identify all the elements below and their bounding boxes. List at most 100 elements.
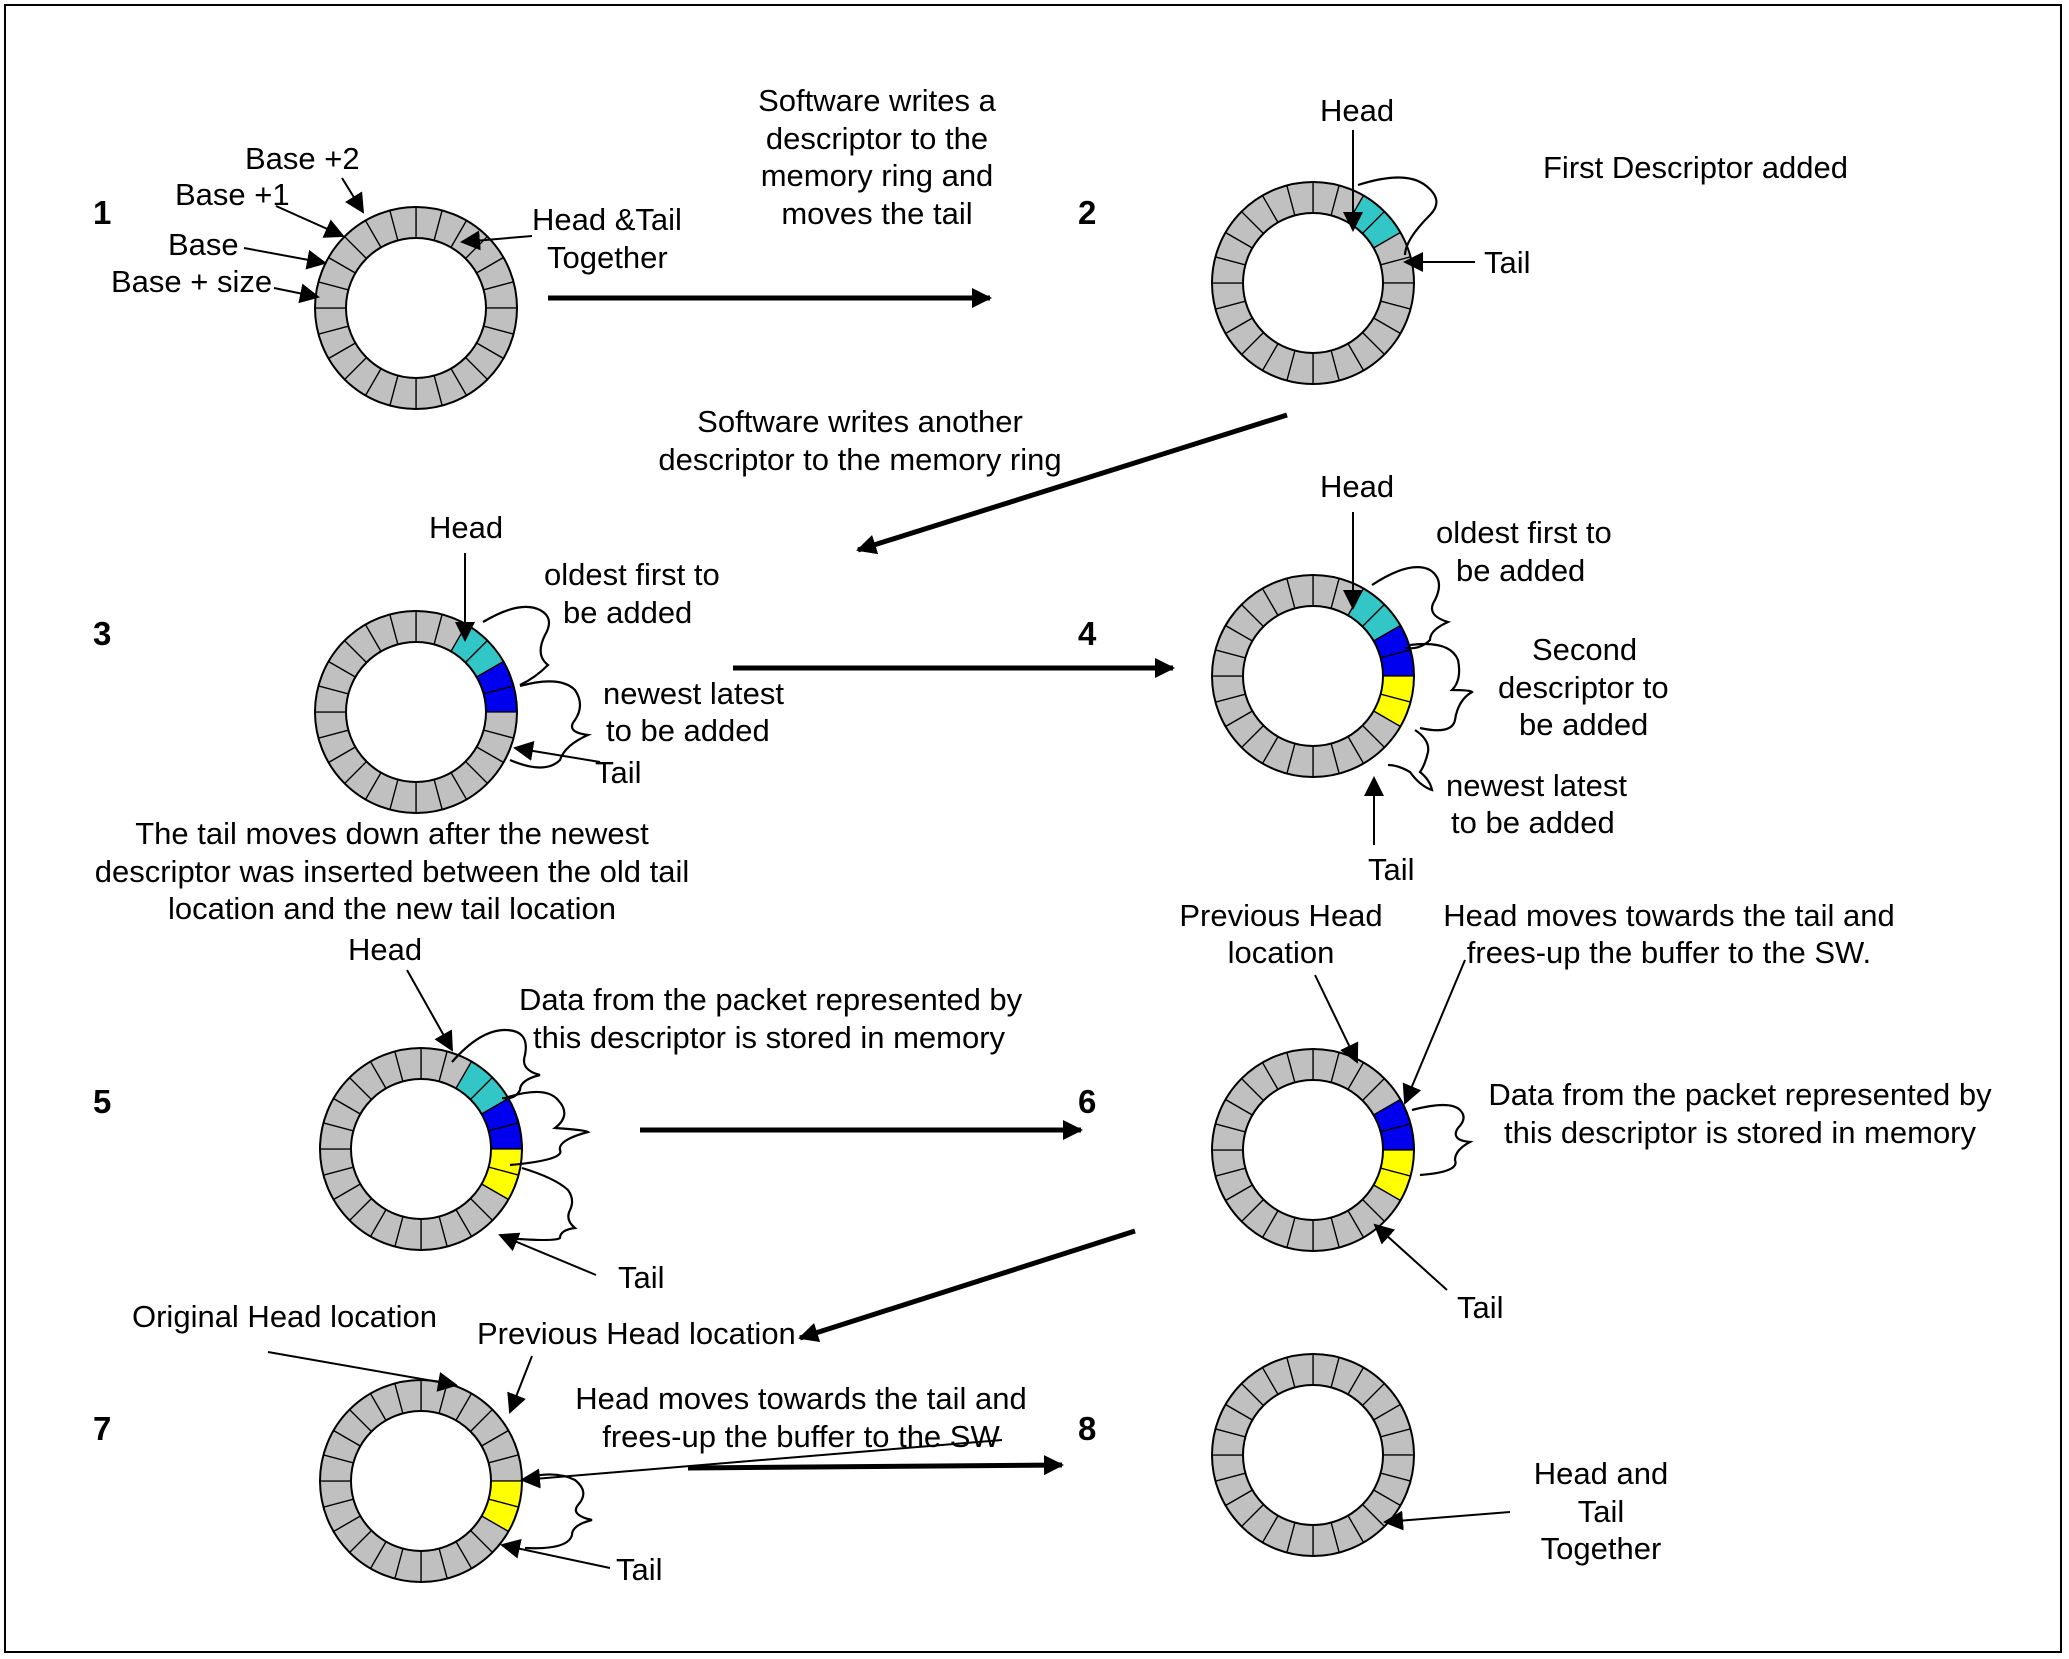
label-tail-step-4: Tail bbox=[1368, 852, 1415, 887]
label-base-plus-2: Base +2 bbox=[245, 141, 360, 176]
pointer-head-tail-together bbox=[460, 230, 533, 251]
step-number-6: 6 bbox=[1078, 1083, 1096, 1120]
label-head-moves-step-7-1: Head moves towards the tail and bbox=[575, 1381, 1026, 1416]
step-number-2: 2 bbox=[1078, 194, 1096, 231]
ring-center bbox=[350, 1078, 492, 1220]
pointer-head-step-5 bbox=[406, 969, 453, 1052]
label-head-moves-step-7-2: frees-up the buffer to the SW bbox=[602, 1419, 1000, 1454]
pointer-base-plus-1 bbox=[275, 205, 345, 238]
transition-arrow-2-to-3 bbox=[856, 412, 1288, 555]
ring-center bbox=[1242, 605, 1384, 747]
transition-arrow-7-to-8 bbox=[687, 1455, 1064, 1476]
ring-center bbox=[350, 1410, 492, 1552]
ring-outline bbox=[1211, 181, 1415, 385]
pointer-tail-step-3 bbox=[513, 741, 601, 763]
label-second-step-4-1: Second bbox=[1532, 632, 1637, 667]
pointer-original-head-step-7 bbox=[267, 1351, 458, 1392]
ring-outline bbox=[1211, 1353, 1415, 1557]
ring-outline bbox=[1211, 1048, 1415, 1252]
label-oldest-step-3-1: oldest first to bbox=[544, 557, 720, 592]
brace-bottom-step-5 bbox=[504, 1166, 578, 1242]
label-head-step-5: Head bbox=[348, 932, 422, 967]
pointer-base bbox=[243, 247, 327, 270]
label-newest-step-3-1: newest latest bbox=[603, 676, 784, 711]
step-number-1: 1 bbox=[93, 194, 111, 231]
label-oldest-step-3-2: be added bbox=[563, 595, 692, 630]
step-number-7: 7 bbox=[93, 1410, 111, 1447]
label-newest-step-3-2: to be added bbox=[606, 713, 770, 748]
ring-center bbox=[1242, 212, 1384, 354]
label-head-step-2: Head bbox=[1320, 93, 1394, 128]
brace-first-descriptor bbox=[1357, 176, 1438, 256]
label-base: Base bbox=[168, 227, 239, 262]
label-head-moves-step-6-2: frees-up the buffer to the SW. bbox=[1467, 935, 1871, 970]
brace-newest-step-4 bbox=[1387, 729, 1434, 792]
pointer-base-plus-2 bbox=[341, 177, 365, 214]
step-number-3: 3 bbox=[93, 615, 111, 652]
label-original-head-step-7: Original Head location bbox=[132, 1299, 437, 1334]
label-newest-step-4-2: to be added bbox=[1451, 805, 1615, 840]
transition-text-1-line-1: Software writes a bbox=[758, 83, 997, 118]
step-number-5: 5 bbox=[93, 1083, 111, 1120]
label-oldest-step-4-1: oldest first to bbox=[1436, 515, 1612, 550]
ring-step-3 bbox=[314, 610, 518, 814]
ring-step-7 bbox=[319, 1379, 523, 1583]
label-head-tail-together-1: Head &Tail bbox=[532, 202, 682, 237]
label-data-step-5-2: this descriptor is stored in memory bbox=[533, 1020, 1006, 1055]
label-second-step-4-2: descriptor to bbox=[1498, 670, 1669, 705]
transition-text-1-line-4: moves the tail bbox=[781, 196, 972, 231]
brace-second-step-4 bbox=[1409, 642, 1474, 732]
brace-step-7 bbox=[524, 1473, 593, 1550]
ring-outline bbox=[314, 206, 518, 410]
pointer-head-moves-step-7 bbox=[520, 1439, 1003, 1489]
step-number-8: 8 bbox=[1078, 1410, 1096, 1447]
ring-step-5 bbox=[319, 1047, 523, 1251]
ring-step-2 bbox=[1211, 181, 1415, 385]
label-tail-step-2: Tail bbox=[1484, 245, 1531, 280]
pointer-tail-step-7 bbox=[500, 1538, 611, 1569]
ring-center bbox=[345, 641, 487, 783]
ring-step-6 bbox=[1211, 1048, 1415, 1252]
label-data-step-6-1: Data from the packet represented by bbox=[1488, 1077, 1992, 1112]
label-data-step-5-1: Data from the packet represented by bbox=[519, 982, 1023, 1017]
ring-step-1 bbox=[314, 206, 518, 410]
pointer-previous-head-step-7 bbox=[507, 1355, 533, 1414]
label-tail-step-7: Tail bbox=[616, 1552, 663, 1587]
brace-data-step-6 bbox=[1411, 1103, 1474, 1177]
label-head-moves-step-6-1: Head moves towards the tail and bbox=[1443, 898, 1894, 933]
pointer-tail-step-6 bbox=[1373, 1223, 1448, 1291]
pointer-base-plus-size bbox=[273, 283, 320, 304]
ring-center bbox=[345, 237, 487, 379]
label-head-step-4: Head bbox=[1320, 469, 1394, 504]
brace-oldest-step-3 bbox=[482, 605, 551, 686]
pointer-head-moves-step-6 bbox=[1402, 959, 1466, 1105]
label-head-tail-step-8-3: Together bbox=[1541, 1531, 1662, 1566]
ring-center bbox=[1242, 1384, 1384, 1526]
transition-arrow-6-to-7 bbox=[798, 1228, 1136, 1343]
label-second-step-4-3: be added bbox=[1519, 707, 1648, 742]
transition-text-1-line-2: descriptor to the bbox=[766, 121, 988, 156]
note-step-3-line-1: The tail moves down after the newest bbox=[135, 816, 649, 851]
label-newest-step-4-1: newest latest bbox=[1446, 768, 1627, 803]
label-previous-head-step-7: Previous Head location bbox=[477, 1316, 796, 1351]
transition-text-2-line-1: Software writes another bbox=[697, 404, 1023, 439]
ring-outline bbox=[319, 1047, 523, 1251]
ring-center bbox=[1242, 1079, 1384, 1221]
label-head-tail-step-8-2: Tail bbox=[1578, 1494, 1625, 1529]
ring-step-4 bbox=[1211, 574, 1415, 778]
label-tail-step-5: Tail bbox=[618, 1260, 665, 1295]
label-head-tail-step-8-1: Head and bbox=[1534, 1456, 1668, 1491]
note-step-3-line-2: descriptor was inserted between the old … bbox=[95, 854, 690, 889]
ring-step-8 bbox=[1211, 1353, 1415, 1557]
ring-outline bbox=[1211, 574, 1415, 778]
label-head-tail-together-2: Together bbox=[547, 240, 668, 275]
transition-text-1-line-3: memory ring and bbox=[761, 158, 994, 193]
pointer-previous-head-step-6 bbox=[1314, 974, 1359, 1064]
label-base-plus-1: Base +1 bbox=[175, 177, 290, 212]
label-base-plus-size: Base + size bbox=[111, 264, 272, 299]
brace-oldest-step-4 bbox=[1371, 566, 1452, 650]
pointer-tail-step-5 bbox=[498, 1232, 597, 1276]
note-step-3-line-3: location and the new tail location bbox=[168, 891, 616, 926]
figure-border bbox=[4, 4, 2062, 1653]
